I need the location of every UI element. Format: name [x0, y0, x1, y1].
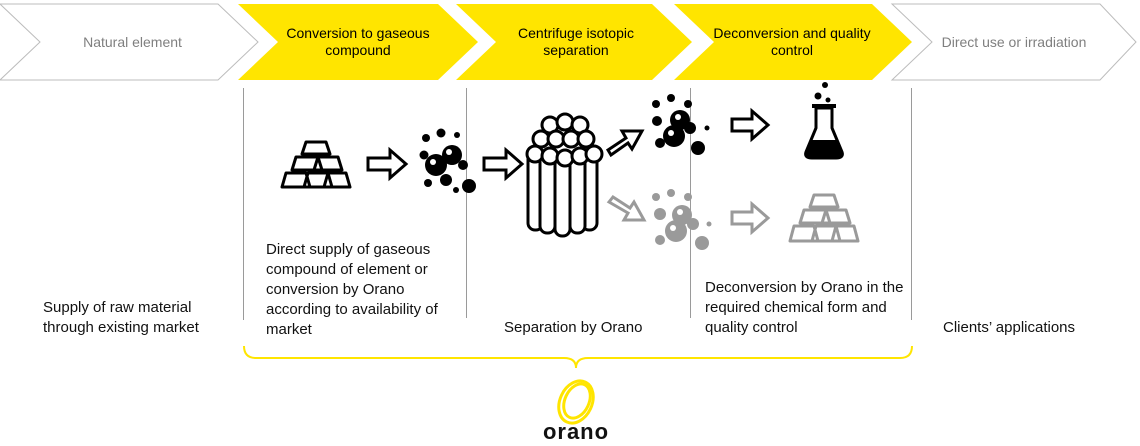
separation-description: Separation by Orano [504, 319, 643, 336]
step-label-direct-use: Direct use or irradiation [941, 33, 1087, 50]
ingots-icon [788, 193, 860, 243]
molecules-icon [419, 128, 476, 193]
chevron-natural-element [0, 3, 259, 81]
clients-description: Clients’ applications [943, 319, 1076, 336]
divider-line [690, 88, 691, 318]
orano-scope-bracket [243, 345, 913, 369]
arrow-right-icon [730, 107, 771, 143]
supply-description: Supply of raw material through existing … [43, 299, 199, 336]
chevron-deconversion [674, 4, 912, 80]
chevron-conversion [238, 4, 478, 80]
flask-icon [804, 82, 844, 160]
arrow-down-right-icon [606, 195, 647, 222]
arrow-right-icon [730, 200, 771, 236]
centrifuge-icon [525, 112, 604, 238]
divider-line [911, 88, 912, 320]
step-label-deconversion: Deconversion and quality control [713, 25, 871, 58]
divider-line [466, 88, 467, 318]
deconversion-description: Deconversion by Orano in the required ch… [705, 279, 904, 336]
divider-line [243, 88, 244, 320]
brand-wordmark: orano [542, 419, 610, 444]
arrow-right-icon [366, 146, 409, 182]
chevron-direct-use [890, 3, 1137, 81]
chevron-separation [456, 4, 692, 80]
step-label-conversion: Conversion to gaseous compound [286, 25, 430, 58]
conversion-description: Direct supply of gaseous compound of ele… [266, 241, 438, 338]
process-chevron-band [0, 3, 1137, 81]
step-label-separation: Centrifuge isotopic separation [518, 25, 634, 58]
ingots-icon [280, 140, 352, 189]
arrow-up-right-icon [605, 129, 645, 158]
molecules-icon [652, 94, 710, 155]
molecules-icon [652, 189, 712, 250]
arrow-right-icon [482, 146, 525, 182]
orano-logo-icon [557, 379, 595, 425]
step-label-natural-element: Natural element [83, 33, 182, 50]
